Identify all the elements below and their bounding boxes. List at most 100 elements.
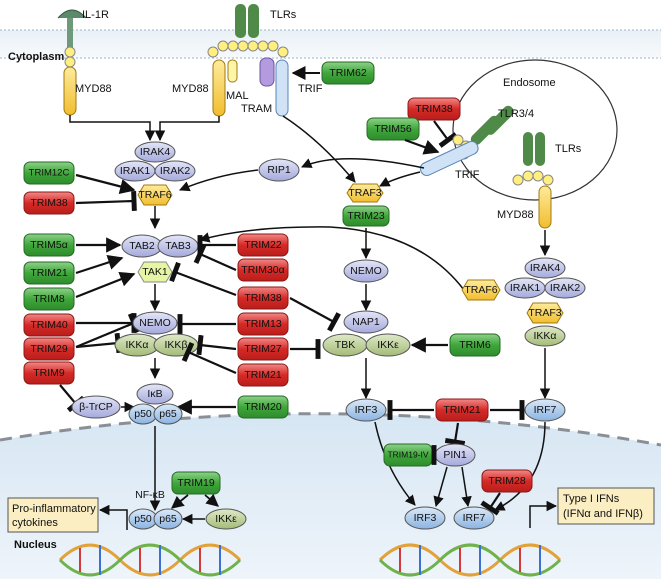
nfkb-label: NF-κB bbox=[135, 489, 165, 501]
trim22-box bbox=[237, 233, 289, 257]
irak4-left: IRAK4 bbox=[140, 146, 171, 158]
ikkb-left-label: IKKβ bbox=[165, 339, 188, 351]
ikke-nuc-node bbox=[205, 508, 247, 530]
dna-left bbox=[58, 543, 242, 577]
irf7-node bbox=[524, 398, 566, 422]
tlrs-endo-label: TLRs bbox=[555, 143, 582, 155]
p50-label: p50 bbox=[134, 408, 152, 420]
ifn-line2: (IFNα and IFNβ) bbox=[563, 508, 643, 520]
nemo-mid-node bbox=[343, 259, 389, 283]
traf3-mid-node bbox=[346, 183, 384, 203]
ikke-nuc-label: IKKε bbox=[215, 513, 237, 525]
myd88-b-label: MYD88 bbox=[172, 83, 209, 95]
ikb-node bbox=[136, 383, 174, 405]
trim30a-box bbox=[237, 258, 289, 282]
trim6-label: TRIM6 bbox=[459, 339, 491, 351]
nucleus-label: Nucleus bbox=[14, 539, 57, 551]
il1r-receptor bbox=[57, 9, 87, 116]
ikka-left-label: IKKα bbox=[126, 339, 149, 351]
trim6-box bbox=[449, 333, 501, 357]
trim56-label: TRIM56 bbox=[374, 123, 412, 135]
trim38-mid-box bbox=[237, 286, 289, 310]
nap1-node bbox=[343, 310, 389, 334]
tak1-label: TAK1 bbox=[142, 266, 168, 278]
trim56-box bbox=[366, 117, 420, 141]
trim19iv-label: TRIM19-IV bbox=[387, 449, 428, 459]
trim21-mid-box bbox=[237, 363, 289, 387]
tlrs-endo-receptor bbox=[512, 132, 554, 229]
trim21-right-label: TRIM21 bbox=[443, 404, 481, 416]
plasma-membrane bbox=[0, 30, 661, 58]
trim38-left-label: TRIM38 bbox=[30, 197, 68, 209]
trim9-label: TRIM9 bbox=[33, 367, 65, 379]
trim8-box bbox=[23, 287, 75, 311]
proinflammatory-line2: cytokines bbox=[12, 517, 58, 529]
traf6-mid-node bbox=[461, 279, 501, 301]
trim27-label: TRIM27 bbox=[244, 343, 282, 355]
trim9-box bbox=[23, 361, 75, 385]
trim38-left-box bbox=[23, 191, 75, 215]
pin1-label: PIN1 bbox=[443, 449, 467, 461]
trim62-box bbox=[321, 61, 375, 85]
trim23-label: TRIM23 bbox=[347, 210, 385, 222]
myd88-endo-label: MYD88 bbox=[497, 209, 534, 221]
trim30a-label: TRIM30α bbox=[241, 264, 284, 276]
trim19-label: TRIM19 bbox=[177, 477, 215, 489]
trim40-label: TRIM40 bbox=[30, 319, 68, 331]
nucleus-region bbox=[0, 413, 661, 579]
trim20-label: TRIM20 bbox=[244, 401, 282, 413]
traf3-right-node bbox=[526, 302, 564, 324]
trim23-box bbox=[342, 205, 390, 227]
dna-right bbox=[378, 543, 562, 577]
traf6-left: TRAF6 bbox=[138, 189, 171, 201]
mal-label: MAL bbox=[226, 90, 249, 102]
irf3-nuc-label: IRF3 bbox=[414, 512, 437, 524]
trim62-label: TRIM62 bbox=[329, 67, 367, 79]
tlr34-receptor bbox=[419, 105, 514, 176]
irf3-node bbox=[345, 398, 387, 422]
il1r-label: IL-1R bbox=[82, 9, 109, 21]
tab3-label: TAB3 bbox=[165, 240, 191, 252]
trim27-box bbox=[237, 337, 289, 361]
endosome bbox=[452, 59, 618, 201]
nemo-mid-label: NEMO bbox=[350, 265, 382, 277]
trim29-box bbox=[23, 337, 75, 361]
irak2-right-label: IRAK2 bbox=[550, 282, 581, 294]
p65-label: p65 bbox=[159, 408, 177, 420]
proinflammatory-line1: Pro-inflammatory bbox=[12, 503, 96, 515]
trim21-left-label: TRIM21 bbox=[30, 267, 68, 279]
trim13-box bbox=[237, 312, 289, 336]
tbk-label: TBK bbox=[335, 339, 355, 351]
tab2-label: TAB2 bbox=[129, 240, 155, 252]
irak2-right-node bbox=[544, 277, 586, 299]
trif-top-label: TRIF bbox=[298, 83, 323, 95]
proinflammatory-box bbox=[7, 497, 99, 533]
trim20-box bbox=[237, 395, 289, 419]
btrcp-label: β-TrCP bbox=[79, 401, 113, 413]
endosome-label: Endosome bbox=[503, 77, 556, 89]
type1-ifn-box bbox=[557, 487, 655, 525]
ikke-mid-node bbox=[365, 333, 411, 357]
irf3-label: IRF3 bbox=[355, 404, 378, 416]
btrcp-node bbox=[71, 395, 121, 419]
irf7-nuc-label: IRF7 bbox=[463, 512, 486, 524]
tlr34-label: TLR3/4 bbox=[498, 108, 534, 120]
trim13-label: TRIM13 bbox=[244, 318, 282, 330]
cytoplasm-label: Cytoplasm bbox=[8, 51, 64, 63]
trim19-box bbox=[171, 471, 221, 495]
trim12c-label: TRIM12C bbox=[29, 168, 70, 179]
ikke-mid-label: IKKε bbox=[377, 339, 399, 351]
trim22-label: TRIM22 bbox=[244, 239, 282, 251]
p50-nuc-label: p50 bbox=[134, 513, 152, 525]
ikka-right-node bbox=[524, 325, 566, 347]
irak4-right-label: IRAK4 bbox=[530, 262, 561, 274]
irf7-nuc-node bbox=[453, 506, 495, 530]
tlrs-top-label: TLRs bbox=[270, 9, 297, 21]
trim28-label: TRIM28 bbox=[488, 475, 526, 487]
trim38-top-label: TRIM38 bbox=[415, 103, 453, 115]
trim21-right-box bbox=[435, 398, 489, 422]
irak2-left: IRAK2 bbox=[160, 165, 191, 177]
trim12c-box bbox=[23, 161, 75, 185]
